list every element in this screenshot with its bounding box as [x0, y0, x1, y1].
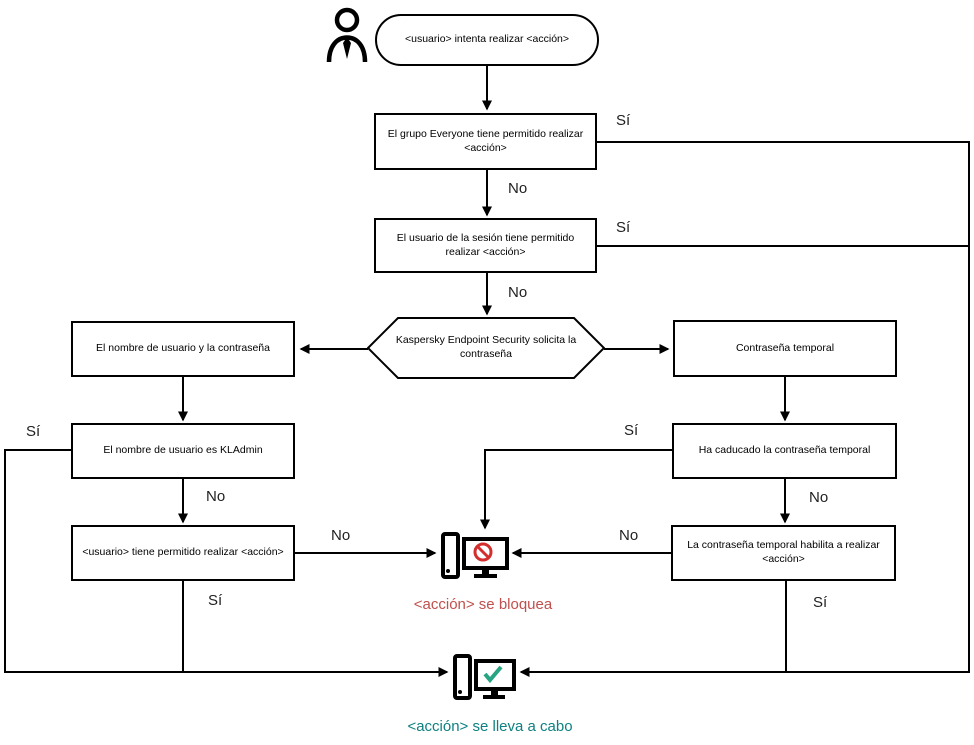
- edge-label-temp-expired-no: No: [809, 489, 829, 506]
- node-start: <usuario> intenta realizar <acción>: [375, 14, 599, 66]
- edge-label-user-allowed-no: No: [331, 527, 351, 544]
- user-icon: [324, 6, 370, 67]
- blocked-outcome-label: <acción> se bloquea: [413, 596, 553, 613]
- hexagon-shape: [367, 317, 605, 379]
- edge-label-temp-allows-no: No: [619, 527, 639, 544]
- node-password-prompt-label: Kaspersky Endpoint Security solicita la …: [395, 334, 577, 360]
- node-temp-password: Contraseña temporal: [673, 320, 897, 377]
- edge-label-user-allowed-yes: Sí: [208, 592, 223, 609]
- node-credentials-label: El nombre de usuario y la contraseña: [96, 342, 270, 355]
- edge-label-kladmin-no: No: [206, 488, 226, 505]
- edge-label-session-no: No: [508, 284, 528, 301]
- computer-blocked-icon: [440, 531, 510, 586]
- edge-label-everyone-yes: Sí: [616, 112, 631, 129]
- edge-label-temp-allows-yes: Sí: [813, 594, 828, 611]
- node-password-prompt: Kaspersky Endpoint Security solicita la …: [367, 317, 605, 379]
- edge-label-kladmin-yes: Sí: [26, 423, 41, 440]
- node-everyone-allowed-label: El grupo Everyone tiene permitido realiz…: [387, 127, 584, 154]
- edge-label-temp-expired-yes: Sí: [624, 422, 639, 439]
- node-temp-allows-label: La contraseña temporal habilita a realiz…: [687, 539, 880, 565]
- node-temp-expired: Ha caducado la contraseña temporal: [672, 423, 897, 479]
- edge-label-everyone-no: No: [508, 180, 528, 197]
- node-temp-allows: La contraseña temporal habilita a realiz…: [671, 525, 896, 581]
- node-user-allowed-label: <usuario> tiene permitido realizar <acci…: [82, 546, 284, 559]
- done-outcome-label: <acción> se lleva a cabo: [407, 718, 573, 735]
- node-start-label: <usuario> intenta realizar <acción>: [404, 33, 570, 46]
- node-temp-expired-label: Ha caducado la contraseña temporal: [698, 444, 871, 457]
- node-session-user-allowed: El usuario de la sesión tiene permitido …: [374, 218, 597, 273]
- edge-label-session-yes: Sí: [616, 219, 631, 236]
- node-session-user-allowed-label: El usuario de la sesión tiene permitido …: [396, 231, 575, 258]
- node-everyone-allowed: El grupo Everyone tiene permitido realiz…: [374, 113, 597, 170]
- prohibition-sign: [473, 542, 493, 562]
- node-user-allowed: <usuario> tiene permitido realizar <acci…: [71, 525, 295, 581]
- node-temp-password-label: Contraseña temporal: [735, 341, 835, 354]
- node-kladmin: El nombre de usuario es KLAdmin: [71, 423, 295, 479]
- check-mark: [483, 665, 503, 684]
- node-credentials: El nombre de usuario y la contraseña: [71, 321, 295, 377]
- computer-check-icon: [452, 654, 516, 707]
- node-kladmin-label: El nombre de usuario es KLAdmin: [103, 444, 263, 457]
